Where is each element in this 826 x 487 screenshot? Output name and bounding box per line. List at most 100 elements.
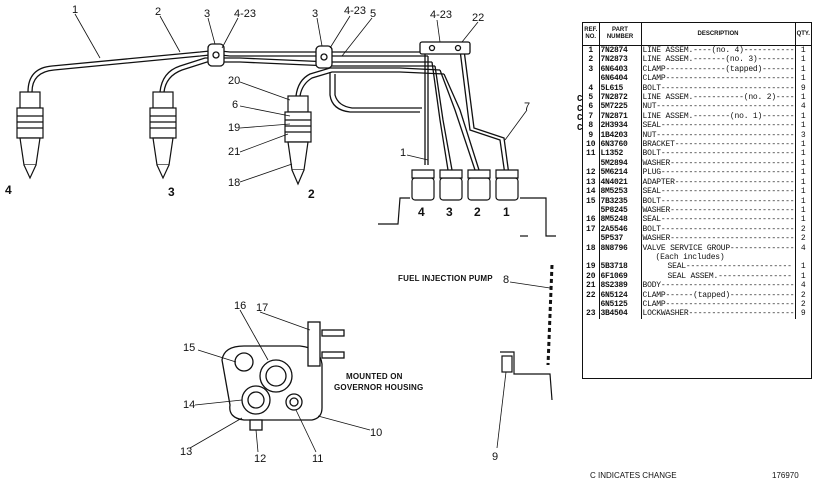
injector-4 [16, 91, 44, 180]
parts-row-ref: 11 [583, 149, 600, 159]
parts-row-part-number: 7N2872 [599, 93, 642, 103]
parts-row-ref: 14 [583, 187, 600, 197]
parts-row-description: NUT-------------------------------- [641, 102, 796, 112]
parts-row-part-number: L1352 [599, 149, 642, 159]
parts-row-qty: 1 [800, 55, 806, 65]
injector-3 [149, 91, 177, 180]
parts-row-ref [583, 205, 600, 216]
parts-row-description: LINE ASSEM.-----------(no. 2)------ [641, 93, 796, 103]
parts-row-part-number: 5L615 [599, 83, 642, 94]
parts-row-description: (Each includes) [641, 252, 796, 263]
parts-row-ref: 21 [583, 281, 600, 291]
parts-row-part-number: 7B3235 [599, 196, 642, 206]
header-ref-no: REF. NO. [583, 23, 600, 46]
parts-row-part-number: 6N3760 [599, 140, 642, 150]
callout-6: 6 [232, 99, 238, 111]
parts-row-qty: 1 [800, 215, 806, 225]
parts-row-description: SEAL------------------------------- [641, 215, 796, 225]
parts-row-description: BOLT------------------------------- [641, 224, 796, 235]
parts-row-ref: 16 [583, 215, 600, 225]
change-indicator: C [577, 122, 583, 133]
parts-row-ref: 5 [583, 93, 600, 103]
parts-row-ref [583, 234, 600, 244]
parts-row-description: LOCKWASHER------------------------- [641, 309, 796, 319]
pump-outlet-label-4: 4 [418, 205, 425, 219]
cylinder-label-3: 3 [168, 185, 175, 199]
callout-17: 17 [256, 302, 268, 314]
parts-row-qty: 4 [800, 281, 806, 291]
parts-row-part-number [599, 252, 642, 263]
parts-row: (Each includes) [583, 252, 811, 263]
parts-row-qty: 1 [800, 271, 806, 281]
mount-note-line2: GOVERNOR HOUSING [334, 383, 423, 392]
parts-row-description: CLAMP------(tapped)---------------- [641, 290, 796, 300]
parts-row-part-number: 5P8245 [599, 205, 642, 216]
callout-19: 19 [228, 122, 240, 134]
parts-row-description: VALVE SERVICE GROUP--------------- [641, 243, 796, 253]
parts-row-description: SEAL ASSEM.---------------- [641, 271, 796, 282]
parts-row-description: CLAMP------------------------------ [641, 74, 796, 84]
parts-row-ref [583, 74, 600, 84]
parts-row-ref: 6 [583, 102, 600, 112]
parts-row-part-number: 5M7225 [599, 102, 642, 112]
parts-row-part-number: 6N6404 [599, 74, 642, 84]
parts-row-description: LINE ASSEM.----(no. 4)------------- [641, 45, 796, 56]
header-part-number: PART NUMBER [599, 23, 642, 46]
parts-row-description: SEAL----------------------- [641, 262, 796, 272]
parts-row-description: ADAPTER---------------------------- [641, 177, 796, 188]
parts-row-part-number: 7N2871 [599, 111, 642, 122]
parts-row-ref [583, 299, 600, 310]
callout-1: 1 [72, 4, 78, 16]
parts-row-ref: 2 [583, 55, 600, 65]
header-qty: QTY. [795, 23, 811, 46]
parts-row-description: NUT-------------------------------- [641, 130, 796, 141]
parts-row-qty: 3 [800, 130, 806, 140]
parts-row-description: SEAL------------------------------- [641, 187, 796, 197]
fuel-injection-pump-label: FUEL INJECTION PUMP [398, 274, 493, 283]
fuel-lines-diagram: 1 2 3 4-23 3 4-23 5 4-23 22 20 6 19 21 1… [5, 4, 556, 465]
parts-row-qty: 1 [800, 205, 806, 215]
parts-row-part-number: 8M5248 [599, 215, 642, 225]
mount-note-line1: MOUNTED ON [346, 372, 403, 381]
parts-row-ref: 17 [583, 224, 600, 235]
callout-21: 21 [228, 146, 240, 158]
parts-row-ref: 3 [583, 64, 600, 75]
parts-row-ref: 9 [583, 130, 600, 141]
parts-row-ref: 7 [583, 111, 600, 122]
fuel-line-no1 [439, 69, 480, 171]
parts-row-part-number: 5M6214 [599, 168, 642, 178]
parts-row-description: PLUG------------------------------- [641, 168, 796, 178]
pump-outlet-label-3: 3 [446, 205, 453, 219]
parts-row-description: BODY------------------------------- [641, 281, 796, 291]
callout-3: 3 [204, 8, 210, 20]
parts-row-description: CLAMP------------------------------ [641, 299, 796, 310]
fuel-line-no4 [27, 50, 425, 93]
parts-row-description: LINE ASSEM.-------(no. 3)---------- [641, 55, 796, 65]
parts-row-part-number: 8M5253 [599, 187, 642, 197]
parts-row-description: BRACKET---------------------------- [641, 140, 796, 150]
parts-row-description: BOLT------------------------------- [641, 196, 796, 206]
callout-14: 14 [183, 399, 195, 411]
parts-row-qty: 1 [800, 93, 806, 103]
injector-2 [284, 95, 312, 186]
parts-row-part-number: 5P537 [599, 234, 642, 244]
parts-row-part-number: 5M2894 [599, 158, 642, 169]
parts-row-qty: 2 [800, 224, 806, 234]
callout-8: 8 [503, 274, 509, 286]
